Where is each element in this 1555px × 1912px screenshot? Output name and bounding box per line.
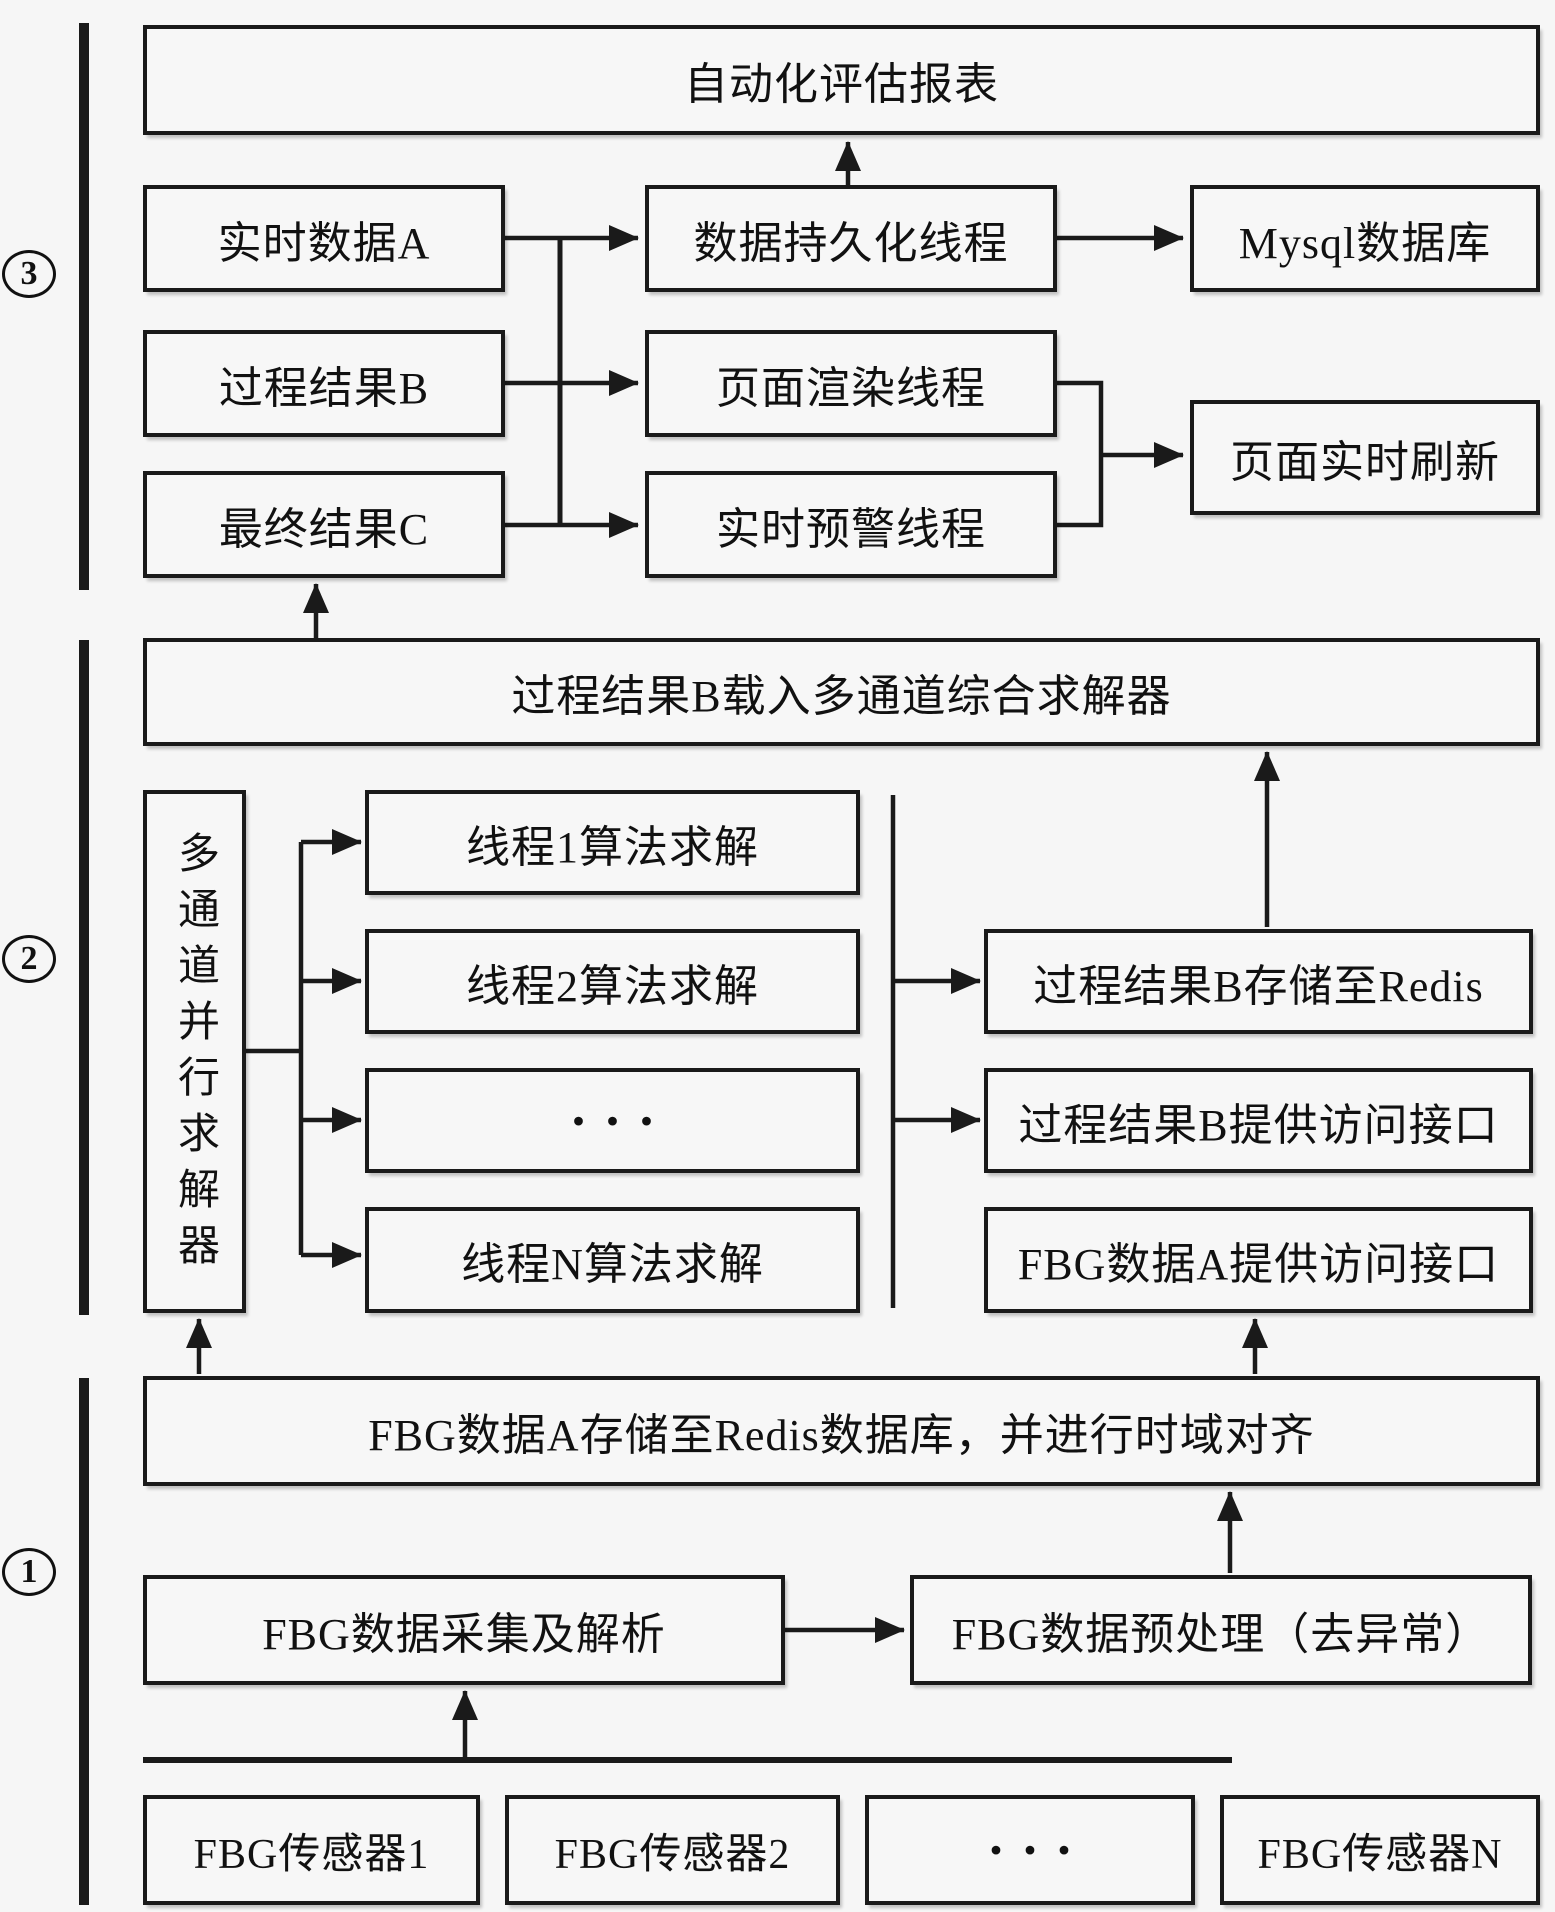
box-fbg-sensor-2: FBG传感器2	[505, 1795, 840, 1905]
stub-threads-to-refresh	[1057, 380, 1104, 528]
box-thread-1-solver: 线程1算法求解	[365, 790, 860, 895]
box-result-b-access-api: 过程结果B提供访问接口	[984, 1068, 1533, 1173]
box-persistence-thread: 数据持久化线程	[645, 185, 1057, 292]
box-page-realtime-refresh: 页面实时刷新	[1190, 400, 1540, 515]
box-page-render-thread: 页面渲染线程	[645, 330, 1057, 437]
box-fbg-data-access-api: FBG数据A提供访问接口	[984, 1207, 1533, 1313]
stage-1-number: 1	[20, 1553, 38, 1590]
stage-2-number: 2	[20, 940, 38, 977]
box-process-result-b: 过程结果B	[143, 330, 505, 437]
box-automated-report: 自动化评估报表	[143, 25, 1540, 135]
box-multichannel-parallel-solver: 多通道并行求解器	[143, 790, 246, 1313]
stage-3-number: 3	[20, 255, 38, 292]
box-thread-n-solver: 线程N算法求解	[365, 1207, 860, 1313]
box-result-b-loader: 过程结果B载入多通道综合求解器	[143, 638, 1540, 746]
box-fbg-store-redis-align: FBG数据A存储至Redis数据库，并进行时域对齐	[143, 1376, 1540, 1486]
box-thread-2-solver: 线程2算法求解	[365, 929, 860, 1034]
stage-3-marker: 3	[2, 250, 56, 298]
box-fbg-sensor-n: FBG传感器N	[1220, 1795, 1540, 1905]
box-final-result-c: 最终结果C	[143, 471, 505, 578]
box-mysql-database: Mysql数据库	[1190, 185, 1540, 292]
box-store-result-b-redis: 过程结果B存储至Redis	[984, 929, 1533, 1034]
stage-1-marker: 1	[2, 1548, 56, 1596]
box-realtime-data-a: 实时数据A	[143, 185, 505, 292]
box-thread-ellipsis: ···	[365, 1068, 860, 1173]
box-realtime-alert-thread: 实时预警线程	[645, 471, 1057, 578]
box-fbg-preprocess: FBG数据预处理（去异常）	[910, 1575, 1532, 1685]
box-sensor-ellipsis: ···	[865, 1795, 1195, 1905]
box-fbg-sensor-1: FBG传感器1	[143, 1795, 480, 1905]
box-fbg-collect-parse: FBG数据采集及解析	[143, 1575, 785, 1685]
stage-2-marker: 2	[2, 935, 56, 983]
